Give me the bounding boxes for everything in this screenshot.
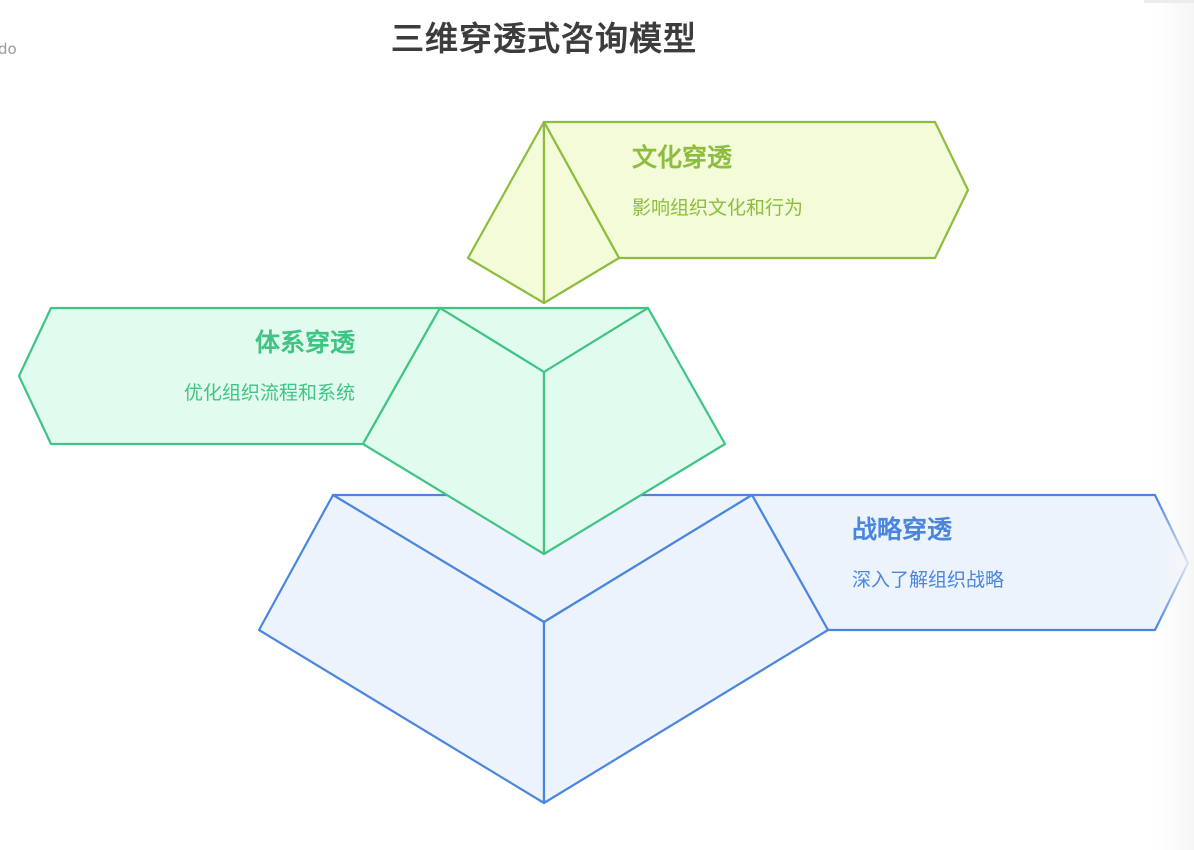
culture-title: 文化穿透 <box>632 143 733 172</box>
system-description: 优化组织流程和系统 <box>184 382 355 404</box>
culture-description: 影响组织文化和行为 <box>632 197 803 219</box>
right-edge-shadow <box>1156 0 1194 850</box>
strategy-description: 深入了解组织战略 <box>852 569 1004 591</box>
page-title: 三维穿透式咨询模型 <box>391 19 697 58</box>
right-edge-bar <box>1144 0 1194 3</box>
system-frustum-right-face <box>542 306 727 556</box>
layer-culture: 文化穿透 影响组织文化和行为 <box>466 120 970 305</box>
system-label-banner <box>17 306 442 446</box>
layer-strategy: 战略穿透 深入了解组织战略 <box>257 493 1190 805</box>
system-title: 体系穿透 <box>255 328 356 357</box>
strategy-title: 战略穿透 <box>852 515 953 544</box>
layer-system: 体系穿透 优化组织流程和系统 <box>17 306 727 556</box>
corner-text: do <box>0 40 17 58</box>
strategy-frustum-right-face <box>542 493 830 805</box>
culture-pyramid-left-face <box>466 120 546 305</box>
culture-pyramid-right-face <box>542 120 621 305</box>
